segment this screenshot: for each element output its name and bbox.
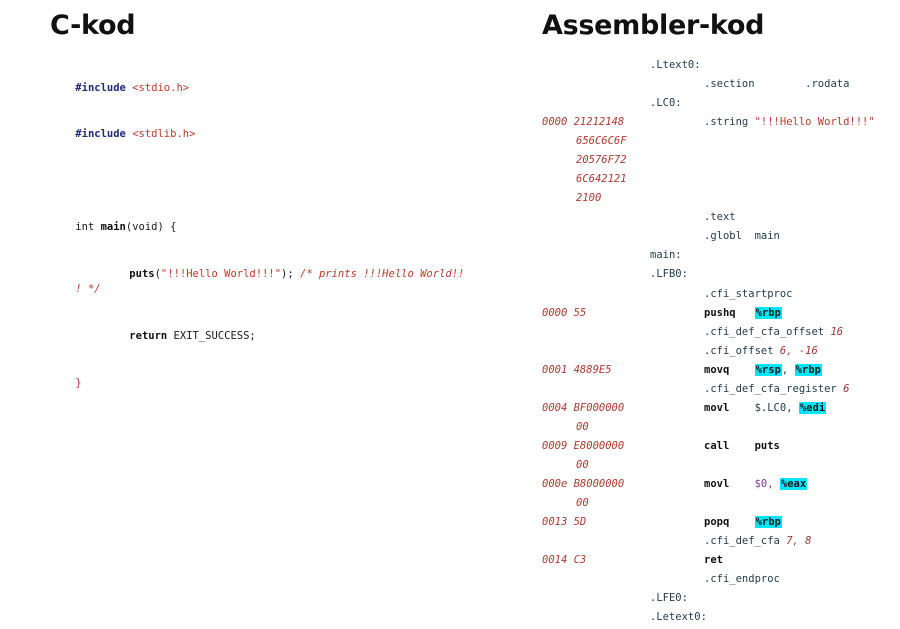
- call-target: puts: [754, 440, 780, 452]
- include-header: <stdlib.h>: [132, 128, 196, 140]
- puts-call: puts: [129, 268, 155, 280]
- register-rbp: %rbp: [754, 516, 782, 528]
- directive: .cfi_def_cfa_register: [704, 383, 837, 395]
- address-ret: 0014 C3: [542, 554, 587, 566]
- label-lfe0: .LFE0:: [650, 592, 688, 604]
- label-main: main:: [650, 249, 682, 261]
- address-popq: 0013 5D: [542, 516, 587, 528]
- return-value: EXIT_SUCCESS;: [167, 330, 256, 342]
- address-movl-edi: 0004 BF000000: [542, 402, 625, 414]
- comment-part-1: /* prints !!!Hello World!!: [300, 268, 465, 280]
- directive: .globl: [704, 230, 742, 242]
- register-rbp: %rbp: [794, 364, 822, 376]
- cfi-endproc: .cfi_endproc: [704, 573, 780, 585]
- symbol: main: [754, 230, 780, 242]
- directive: .cfi_def_cfa_offset: [704, 326, 825, 338]
- mnemonic: ret: [704, 554, 723, 566]
- puts-line: puts("!!!Hello World!!!"); /* prints !!!…: [104, 253, 464, 295]
- call-instr: call puts: [704, 439, 780, 453]
- register-edi: %edi: [798, 402, 827, 414]
- address-movl-eax: 000e B8000000: [542, 478, 625, 490]
- include-directive: #include: [75, 128, 126, 140]
- register-rbp: %rbp: [754, 307, 782, 319]
- mnemonic: movq: [704, 364, 730, 376]
- params: (void) {: [125, 221, 177, 233]
- number: 16: [830, 326, 844, 338]
- assembler-code-heading: Assembler-kod: [542, 10, 765, 41]
- mnemonic: pushq: [704, 307, 736, 319]
- movq-instr: movq %rsp, %rbp: [704, 363, 822, 377]
- comment-part-2: ! */: [75, 283, 101, 295]
- globl-directive: .globl main: [704, 229, 780, 243]
- comma: ,: [781, 364, 795, 376]
- directive: .string: [704, 116, 749, 128]
- paren-open: (: [154, 268, 161, 280]
- register-eax: %eax: [779, 478, 808, 490]
- include-directive: #include: [75, 82, 126, 94]
- text-directive: .text: [704, 211, 736, 223]
- address-bytes-cont: 00: [576, 497, 589, 509]
- closing-brace: }: [75, 377, 82, 389]
- return-line: return EXIT_SUCCESS;: [104, 315, 256, 357]
- paren-close: );: [281, 268, 300, 280]
- include-stdlib-line: #include <stdlib.h>: [50, 113, 195, 155]
- return-type: int: [75, 221, 101, 233]
- number: 6: [843, 383, 850, 395]
- mnemonic: movl: [704, 478, 730, 490]
- directive: .cfi_def_cfa: [704, 535, 780, 547]
- include-stdio-line: #include <stdio.h>: [50, 67, 189, 109]
- cfi-def-cfa-offset: .cfi_def_cfa_offset 16: [704, 325, 843, 339]
- puts-comment-wrap: ! */: [50, 268, 101, 310]
- closing-brace-line: }: [50, 362, 82, 404]
- c-code-heading: C-kod: [50, 10, 136, 41]
- popq-instr: popq %rbp: [704, 515, 782, 529]
- address-pushq: 0000 55: [542, 307, 587, 319]
- mnemonic: call: [704, 440, 730, 452]
- address-bytes-cont: 656C6C6F: [576, 135, 627, 147]
- register-rsp: %rsp: [754, 364, 782, 376]
- include-header: <stdio.h>: [132, 82, 190, 94]
- address-bytes-cont: 00: [576, 421, 589, 433]
- cfi-def-cfa-register: .cfi_def_cfa_register 6: [704, 382, 849, 396]
- label-letext0: .Letext0:: [650, 611, 707, 623]
- string-value: "!!!Hello World!!!": [754, 116, 875, 128]
- address-call: 0009 E8000000: [542, 440, 625, 452]
- return-keyword: return: [129, 330, 168, 342]
- immediate: $.LC0,: [754, 402, 799, 414]
- number: 7, 8: [786, 535, 812, 547]
- cfi-startproc: .cfi_startproc: [704, 288, 793, 300]
- string-directive: .string "!!!Hello World!!!": [704, 115, 875, 129]
- ret-instr: ret: [704, 553, 723, 567]
- address-bytes-cont: 6C642121: [576, 173, 627, 185]
- directive: .cfi_offset: [704, 345, 774, 357]
- immediate: $0,: [754, 478, 780, 490]
- pushq-instr: pushq %rbp: [704, 306, 782, 320]
- section-directive: .section .rodata: [704, 77, 849, 91]
- cfi-offset: .cfi_offset 6, -16: [704, 344, 818, 358]
- string-literal: "!!!Hello World!!!": [160, 268, 282, 280]
- address-bytes-cont: 2100: [576, 192, 602, 204]
- cfi-def-cfa: .cfi_def_cfa 7, 8: [704, 534, 811, 548]
- address-bytes-cont: 00: [576, 459, 589, 471]
- directive: .section: [704, 78, 755, 90]
- mnemonic: movl: [704, 402, 730, 414]
- movl-eax-instr: movl $0, %eax: [704, 477, 808, 491]
- number: 6, -16: [779, 345, 818, 357]
- label-lc0: .LC0:: [650, 97, 682, 109]
- section-name: .rodata: [805, 78, 850, 90]
- movl-edi-instr: movl $.LC0, %edi: [704, 401, 827, 415]
- address-0000-string: 0000 21212148: [542, 116, 625, 128]
- label-lfb0: .LFB0:: [650, 268, 688, 280]
- label-ltext0: .Ltext0:: [650, 59, 701, 71]
- mnemonic: popq: [704, 516, 730, 528]
- function-name: main: [100, 221, 126, 233]
- address-movq: 0001 4889E5: [542, 364, 612, 376]
- address-bytes-cont: 20576F72: [576, 154, 627, 166]
- main-signature-line: int main(void) {: [50, 206, 176, 248]
